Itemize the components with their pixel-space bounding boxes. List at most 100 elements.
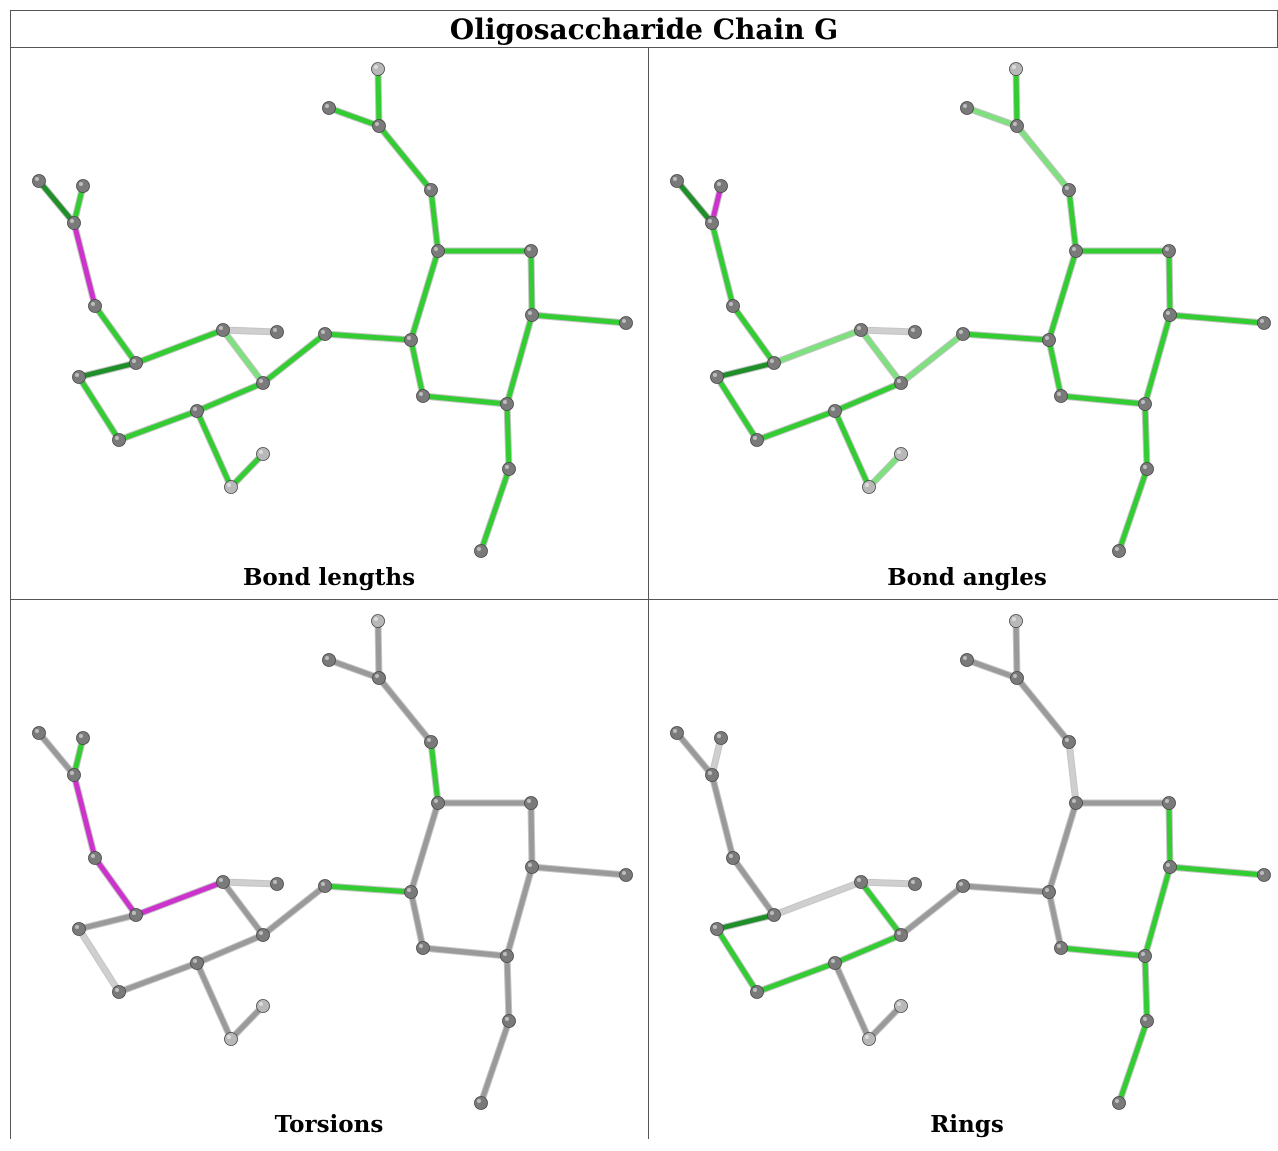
atom-highlight [753, 436, 757, 440]
atom [1112, 544, 1126, 558]
atom-highlight [227, 1035, 231, 1039]
atom-highlight [1065, 186, 1069, 190]
atom-highlight [325, 104, 329, 108]
bond [964, 105, 1020, 129]
bond [832, 960, 872, 1042]
atom [854, 875, 868, 889]
atom-highlight [1115, 547, 1119, 551]
atom [474, 1096, 488, 1110]
atom-highlight [729, 302, 733, 306]
atom-highlight [375, 122, 379, 126]
atom-highlight [959, 882, 963, 886]
atom [894, 376, 908, 390]
atom [1163, 308, 1177, 322]
atom-highlight [673, 177, 677, 181]
atom-highlight [1065, 738, 1069, 742]
atom-highlight [70, 771, 74, 775]
bond [36, 730, 77, 778]
atom-highlight [477, 547, 481, 551]
atom [88, 299, 102, 313]
bond [92, 303, 139, 366]
bond [1046, 248, 1079, 343]
atom [726, 851, 740, 865]
atom [318, 327, 332, 341]
atom-highlight [717, 734, 721, 738]
atom [726, 299, 740, 313]
bond [528, 800, 535, 870]
molecule-rings [670, 614, 1271, 1110]
bond [1066, 187, 1079, 254]
atom-highlight [477, 1099, 481, 1103]
atom [32, 726, 46, 740]
bond [709, 220, 736, 309]
atom [500, 397, 514, 411]
atom [750, 985, 764, 999]
bond [832, 408, 872, 490]
atom-highlight [91, 854, 95, 858]
atom-highlight [259, 379, 263, 383]
atom-highlight [132, 359, 136, 363]
bond [714, 912, 777, 932]
bond [408, 337, 426, 399]
bond [375, 618, 382, 681]
atom-highlight [959, 330, 963, 334]
atom-highlight [35, 177, 39, 181]
atom [404, 885, 418, 899]
atom [72, 922, 86, 936]
atom-highlight [427, 186, 431, 190]
atom-highlight [115, 988, 119, 992]
atom-highlight [1045, 888, 1049, 892]
atom [714, 179, 728, 193]
atom-highlight [1072, 247, 1076, 251]
atom-highlight [75, 373, 79, 377]
atom [371, 614, 385, 628]
atom-highlight [321, 330, 325, 334]
bond [478, 1018, 512, 1106]
bond [133, 327, 226, 366]
atom [1009, 62, 1023, 76]
bond [36, 178, 77, 226]
bond [76, 360, 139, 380]
bond [1046, 800, 1079, 895]
atom [88, 851, 102, 865]
atom-highlight [273, 880, 277, 884]
bond [375, 66, 382, 129]
atom [828, 956, 842, 970]
atom [1010, 671, 1024, 685]
bond [326, 105, 382, 129]
atom [270, 325, 284, 339]
atom-highlight [419, 944, 423, 948]
atom [372, 119, 386, 133]
atom [956, 327, 970, 341]
atom [1062, 183, 1076, 197]
atom [894, 447, 908, 461]
atom [1138, 949, 1152, 963]
atom [956, 879, 970, 893]
panel-torsions: Torsions [11, 600, 647, 1151]
atom-highlight [325, 656, 329, 660]
atom [32, 174, 46, 188]
border-middle [648, 47, 649, 1139]
atom [112, 433, 126, 447]
atom [714, 731, 728, 745]
atom-highlight [407, 888, 411, 892]
bond [420, 945, 510, 959]
bond [428, 739, 441, 806]
bond [220, 327, 266, 386]
bond [133, 879, 226, 918]
bond [771, 879, 864, 918]
atom [216, 323, 230, 337]
atom-highlight [219, 326, 223, 330]
bond [709, 772, 736, 861]
atom-highlight [259, 931, 263, 935]
atom-highlight [770, 359, 774, 363]
atom-highlight [1115, 1099, 1119, 1103]
bond [1142, 953, 1150, 1024]
bond [194, 380, 266, 414]
atom [1140, 1014, 1154, 1028]
atom [670, 174, 684, 188]
atom-highlight [528, 863, 532, 867]
atom [1042, 885, 1056, 899]
atom-highlight [897, 379, 901, 383]
atom [256, 376, 270, 390]
